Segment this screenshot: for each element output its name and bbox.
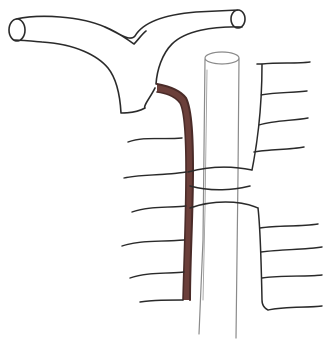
upper-ring-band (188, 167, 252, 190)
cylinder-left-wall (199, 59, 205, 334)
right-fiber-7 (262, 275, 322, 278)
left-fiber-3 (132, 206, 186, 212)
dark-vessel-inner-edge (157, 92, 186, 300)
right-fiber-1 (262, 62, 310, 64)
left-fiber-4 (122, 240, 184, 246)
cylinder-right-wall (236, 58, 239, 338)
left-fiber-5 (130, 272, 184, 278)
left-tissue-fibers (122, 138, 186, 302)
right-fiber-5 (260, 224, 318, 228)
right-tissue-block (252, 62, 322, 310)
cylinder-top-opening (205, 52, 239, 64)
left-fiber-1 (128, 138, 182, 142)
right-lower-block-outline (258, 208, 268, 310)
left-fiber-6 (140, 300, 183, 302)
lower-ring-band (190, 202, 258, 208)
right-fiber-8 (268, 306, 322, 310)
y-tube-left-opening (9, 19, 25, 41)
dark-vessel-fill (157, 84, 193, 300)
y-tube-right-opening (231, 10, 245, 28)
right-fiber-3 (259, 118, 308, 125)
highlighted-dark-vessel (157, 84, 193, 300)
right-fiber-6 (261, 247, 322, 252)
right-fiber-4 (254, 147, 304, 152)
right-upper-block-outline (252, 64, 262, 170)
right-fiber-2 (261, 91, 307, 95)
central-cylinder (199, 52, 239, 338)
left-fiber-2 (124, 172, 186, 178)
ring-bands (188, 167, 258, 208)
